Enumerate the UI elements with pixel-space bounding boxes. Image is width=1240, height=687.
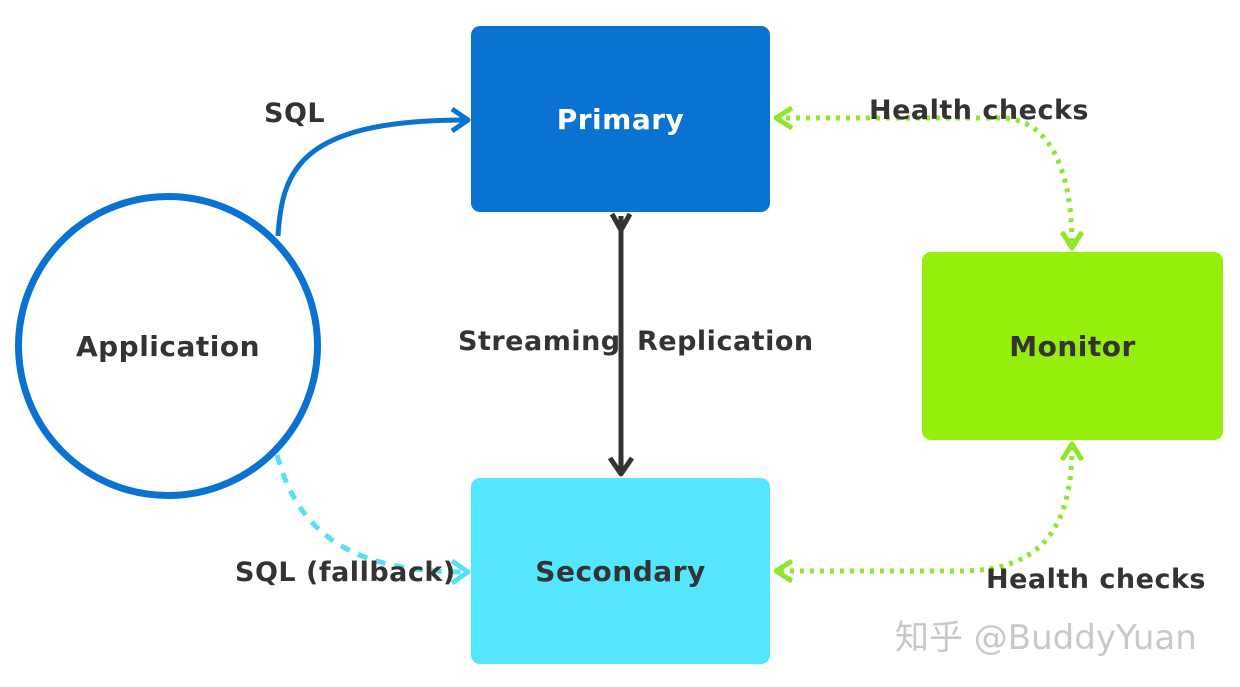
edge-health-checks-bottom <box>776 445 1075 574</box>
edge-sql-fallback <box>274 454 467 575</box>
monitor-label: Monitor <box>1009 329 1136 363</box>
arrowhead-health-bottom-monitor <box>1059 441 1085 462</box>
watermark: 知乎 @BuddyYuan <box>895 618 1197 658</box>
arrow-tail-replication <box>609 212 633 233</box>
primary-label: Primary <box>556 102 685 136</box>
health-checks-top-label: Health checks <box>869 95 1089 126</box>
secondary-node: Secondary <box>471 478 770 664</box>
replication-edge-label-right: Replication <box>637 326 814 357</box>
arrowhead-sql-fallback <box>450 558 471 586</box>
arrowhead-replication <box>607 456 635 477</box>
arrowhead-health-bottom-secondary <box>773 558 794 584</box>
application-node: Application <box>15 193 321 499</box>
edge-sql <box>275 117 467 237</box>
application-label: Application <box>75 329 261 363</box>
edge-health-checks-top <box>776 115 1075 247</box>
arrowhead-health-top-primary <box>773 105 794 131</box>
arrowhead-health-top-monitor <box>1059 230 1085 251</box>
health-checks-bottom-label: Health checks <box>986 564 1206 595</box>
primary-node: Primary <box>471 26 770 212</box>
secondary-label: Secondary <box>535 554 706 588</box>
replication-edge-label-left: Streaming <box>458 326 621 357</box>
sql-fallback-edge-label: SQL (fallback) <box>235 557 456 588</box>
arrowhead-sql <box>450 106 471 134</box>
monitor-node: Monitor <box>922 252 1223 440</box>
sql-edge-label: SQL <box>264 98 326 129</box>
